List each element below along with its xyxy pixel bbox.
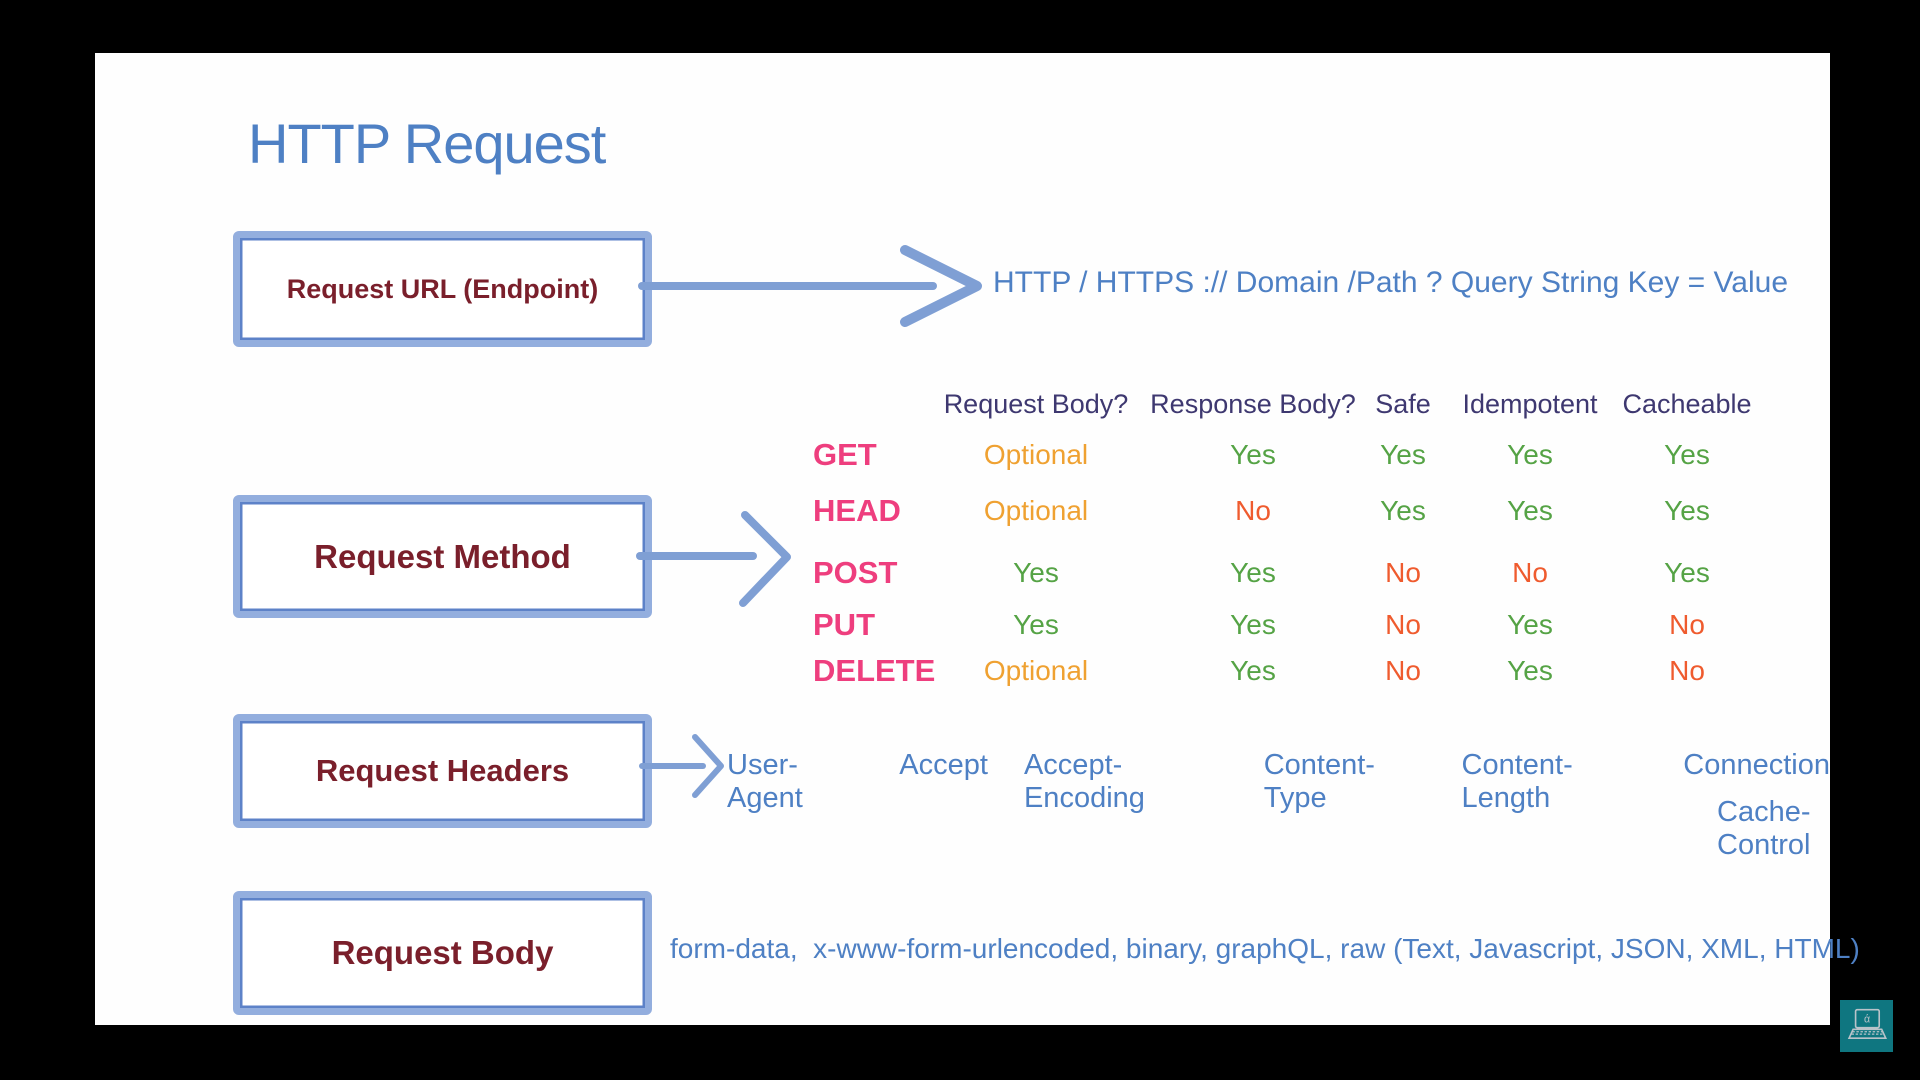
method-properties-table: Request Body? Response Body? Safe Idempoten… xyxy=(95,53,1830,1025)
request-body-box: Request Body xyxy=(233,891,652,1015)
watermark-badge: ά xyxy=(1840,1000,1893,1052)
header-name: Content-Type xyxy=(1263,749,1375,814)
table-cell: Yes xyxy=(1230,439,1276,470)
body-formats-text: form-data, x-www-form-urlencoded, binary… xyxy=(670,933,1860,964)
table-cell: No xyxy=(1385,655,1421,686)
http-method-label: PUT xyxy=(813,607,875,642)
table-column-header: Cacheable xyxy=(1622,389,1752,419)
http-method-label: GET xyxy=(813,437,877,472)
url-format-text: HTTP / HTTPS :// Domain /Path ? Query St… xyxy=(993,266,1789,299)
table-cell: Optional xyxy=(983,439,1089,470)
header-name: Accept-Encoding xyxy=(1023,749,1145,814)
header-name: Content-Length xyxy=(1461,749,1573,814)
http-method-label: HEAD xyxy=(813,493,901,528)
table-cell: Yes xyxy=(1507,655,1553,686)
request-headers-label: Request Headers xyxy=(315,753,570,788)
table-cell: Yes xyxy=(1380,439,1426,470)
page-title: HTTP Request xyxy=(248,112,606,175)
table-cell: Yes xyxy=(1664,557,1710,588)
header-names-line1: User-Agent Accept Accept-Encoding Content-T… xyxy=(727,749,1830,815)
table-cell: Yes xyxy=(1507,439,1553,470)
header-name: User-Agent xyxy=(727,749,803,814)
table-cell: Yes xyxy=(1380,495,1426,526)
table-cell: Yes xyxy=(1507,495,1553,526)
table-column-header: Safe xyxy=(1375,389,1431,419)
http-method-label: DELETE xyxy=(813,653,936,688)
table-cell: Yes xyxy=(1230,655,1276,686)
table-column-header: Idempotent xyxy=(1462,389,1598,419)
header-name: Cache-Control xyxy=(1717,796,1811,861)
table-cell: No xyxy=(1235,495,1271,526)
slide-canvas: HTTP Request Request URL (Endpoint) Requ… xyxy=(95,53,1860,1025)
request-method-label: Request Method xyxy=(314,537,571,575)
request-headers-box: Request Headers xyxy=(233,714,652,828)
table-column-header: Response Body? xyxy=(1150,389,1356,419)
table-cell: Yes xyxy=(1507,609,1553,640)
table-cell: No xyxy=(1385,557,1421,588)
svg-text:ά: ά xyxy=(1863,1014,1869,1026)
header-name: Accept xyxy=(899,749,988,781)
table-cell: No xyxy=(1669,609,1705,640)
table-cell: Optional xyxy=(983,655,1089,686)
header-name: Connection xyxy=(1683,749,1831,781)
http-method-label: POST xyxy=(813,555,898,590)
table-cell: Yes xyxy=(1013,609,1059,640)
table-cell: Yes xyxy=(1664,439,1710,470)
table-cell: Yes xyxy=(1230,609,1276,640)
table-cell: Yes xyxy=(1230,557,1276,588)
table-cell: No xyxy=(1512,557,1548,588)
table-cell: No xyxy=(1385,609,1421,640)
table-cell: Yes xyxy=(1664,495,1710,526)
table-cell: No xyxy=(1669,655,1705,686)
laptop-icon: ά xyxy=(1847,1008,1887,1040)
table-cell: Optional xyxy=(983,495,1089,526)
table-column-header: Request Body? xyxy=(943,389,1129,419)
header-names-line2: Cache-Control xyxy=(1717,796,1830,862)
request-body-label: Request Body xyxy=(331,934,554,971)
request-url-box: Request URL (Endpoint) xyxy=(233,231,652,347)
table-cell: Yes xyxy=(1013,557,1059,588)
request-url-label: Request URL (Endpoint) xyxy=(286,273,599,304)
